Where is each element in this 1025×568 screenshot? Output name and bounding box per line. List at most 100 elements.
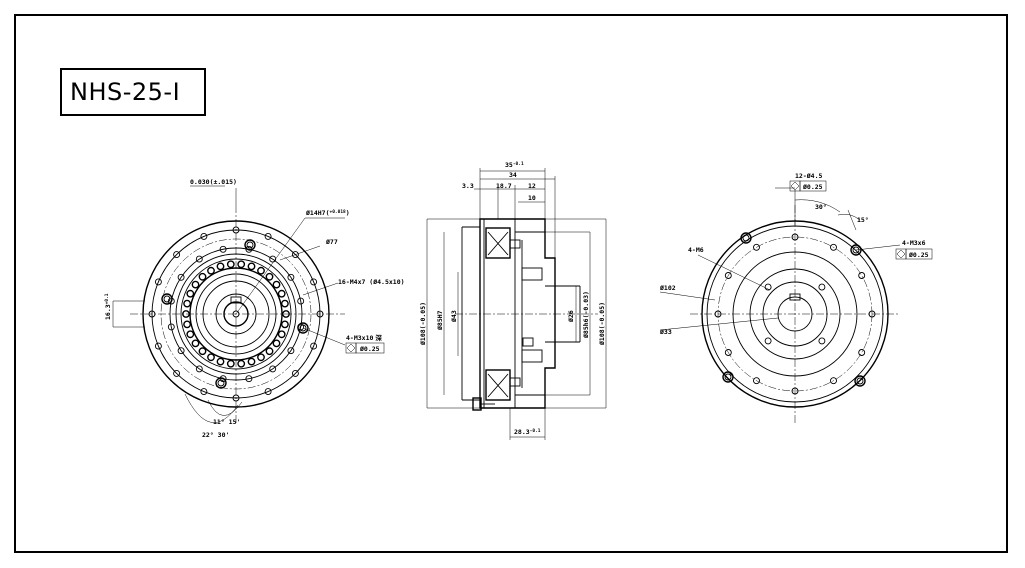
dim-dd: Ø85h6(-0.03): [582, 291, 590, 339]
bolt-hole: [791, 233, 799, 241]
dim-gdt: Ø0.25: [359, 345, 380, 353]
dim-m6: 4-M6: [688, 246, 704, 254]
roller: [272, 339, 281, 348]
bolt-hole: [264, 388, 272, 396]
inner-hole: [818, 283, 826, 291]
bolt-hole: [264, 232, 272, 240]
roller: [280, 299, 289, 308]
bolt-hole: [173, 369, 181, 377]
dim-187: 18.7: [496, 182, 512, 190]
bolt-hole: [310, 278, 318, 286]
bolt-hole: [830, 377, 837, 385]
dim-od: Ø108(-0.05): [419, 302, 427, 346]
model-title: NHS-25-I: [60, 68, 206, 116]
inner-hole: [764, 283, 772, 291]
dim-m3: 4-M3x6: [902, 239, 926, 247]
bolt-hole: [291, 251, 299, 259]
bolt-hole: [287, 273, 295, 281]
bolt-hole: [200, 388, 208, 396]
bolt-hole: [858, 349, 866, 356]
roller: [183, 320, 192, 329]
dim-gdt2: Ø0.25: [908, 251, 929, 259]
bolt-hole: [148, 310, 156, 318]
dim-15: 15°: [857, 216, 869, 224]
roller: [282, 310, 290, 318]
dim-bottom: 28.3-0.1: [514, 428, 541, 436]
roller: [216, 262, 225, 271]
bolt-hole: [316, 310, 324, 318]
left-view: 0.030(±.015) Ø14H7(+0.018) Ø77 16-M4x7 (…: [104, 178, 405, 439]
dim-key: 16.3+0.1: [104, 293, 112, 320]
roller: [207, 266, 215, 275]
drawing-frame: [14, 14, 1008, 553]
roller: [198, 272, 207, 281]
roller: [257, 266, 265, 275]
roller: [237, 260, 246, 269]
bolt-hole: [724, 272, 732, 279]
roller: [247, 262, 256, 271]
roller: [183, 299, 192, 308]
bolt-hole: [173, 251, 181, 259]
bolt-hole: [753, 377, 760, 385]
dim-da: Ø85H7: [436, 310, 444, 331]
dim-holes: 16-M4x7 (Ø4.5x10): [338, 278, 405, 286]
bolt-hole: [310, 342, 318, 350]
bolt-hole: [177, 273, 185, 281]
bolt-hole: [753, 243, 760, 251]
bolt-hole: [232, 394, 240, 402]
dim-33: 3.3: [462, 182, 474, 190]
bolt-hole: [232, 226, 240, 234]
bolt-hole: [287, 347, 295, 355]
bolt-hole: [195, 365, 203, 373]
bolt-hole: [269, 365, 277, 373]
dim-db: Ø43: [450, 310, 458, 323]
roller: [257, 353, 265, 362]
roller: [191, 280, 200, 289]
bolt-hole: [791, 387, 799, 395]
roller: [191, 339, 200, 348]
bolt-hole: [219, 245, 227, 253]
bolt-hole: [195, 255, 203, 263]
bolt-hole: [154, 342, 162, 350]
roller: [186, 330, 195, 339]
dim-34: 34: [509, 171, 517, 179]
bolt-hole: [177, 347, 185, 355]
bolt-hole: [167, 323, 175, 331]
dim-width: 35-0.1: [505, 161, 524, 169]
roller: [237, 359, 246, 368]
roller: [265, 272, 274, 281]
dim-12: 12: [528, 182, 536, 190]
dim-tol: 0.030(±.015): [190, 178, 237, 186]
roller: [198, 347, 207, 356]
roller: [226, 359, 235, 368]
bolt-hole: [714, 310, 722, 318]
bolt-hole: [291, 369, 299, 377]
dim-102: Ø102: [659, 284, 676, 292]
roller: [277, 330, 286, 339]
dim-30: 30°: [815, 203, 827, 211]
dim-gdt-r: Ø0.25: [802, 183, 823, 191]
bolt-hole: [858, 272, 866, 279]
roller: [182, 310, 190, 318]
bolt-hole: [200, 232, 208, 240]
section-view: 35-0.1 34 3.3 18.7 12 10 Ø108(-0.05) Ø85…: [419, 161, 607, 440]
dim-angle2: 22° 30': [202, 431, 229, 439]
roller: [216, 357, 225, 366]
bolt-hole: [154, 278, 162, 286]
roller: [277, 289, 286, 298]
roller: [247, 357, 256, 366]
bolt-hole: [297, 297, 305, 305]
dim-10: 10: [528, 194, 536, 202]
right-view: 12-Ø4.5 Ø0.25 30° 15° 4-M6 4-M3x6 Ø0.25 …: [659, 172, 933, 425]
inner-hole: [764, 337, 772, 345]
dim-bore: Ø14H7(+0.018): [305, 209, 350, 217]
roller: [186, 289, 195, 298]
bolt-hole: [245, 375, 253, 383]
dim-d77: Ø77: [325, 238, 338, 246]
dim-holes-r: 12-Ø4.5: [795, 172, 822, 180]
bolt-hole: [724, 349, 732, 356]
roller: [265, 347, 274, 356]
dim-33-r: Ø33: [659, 328, 672, 336]
